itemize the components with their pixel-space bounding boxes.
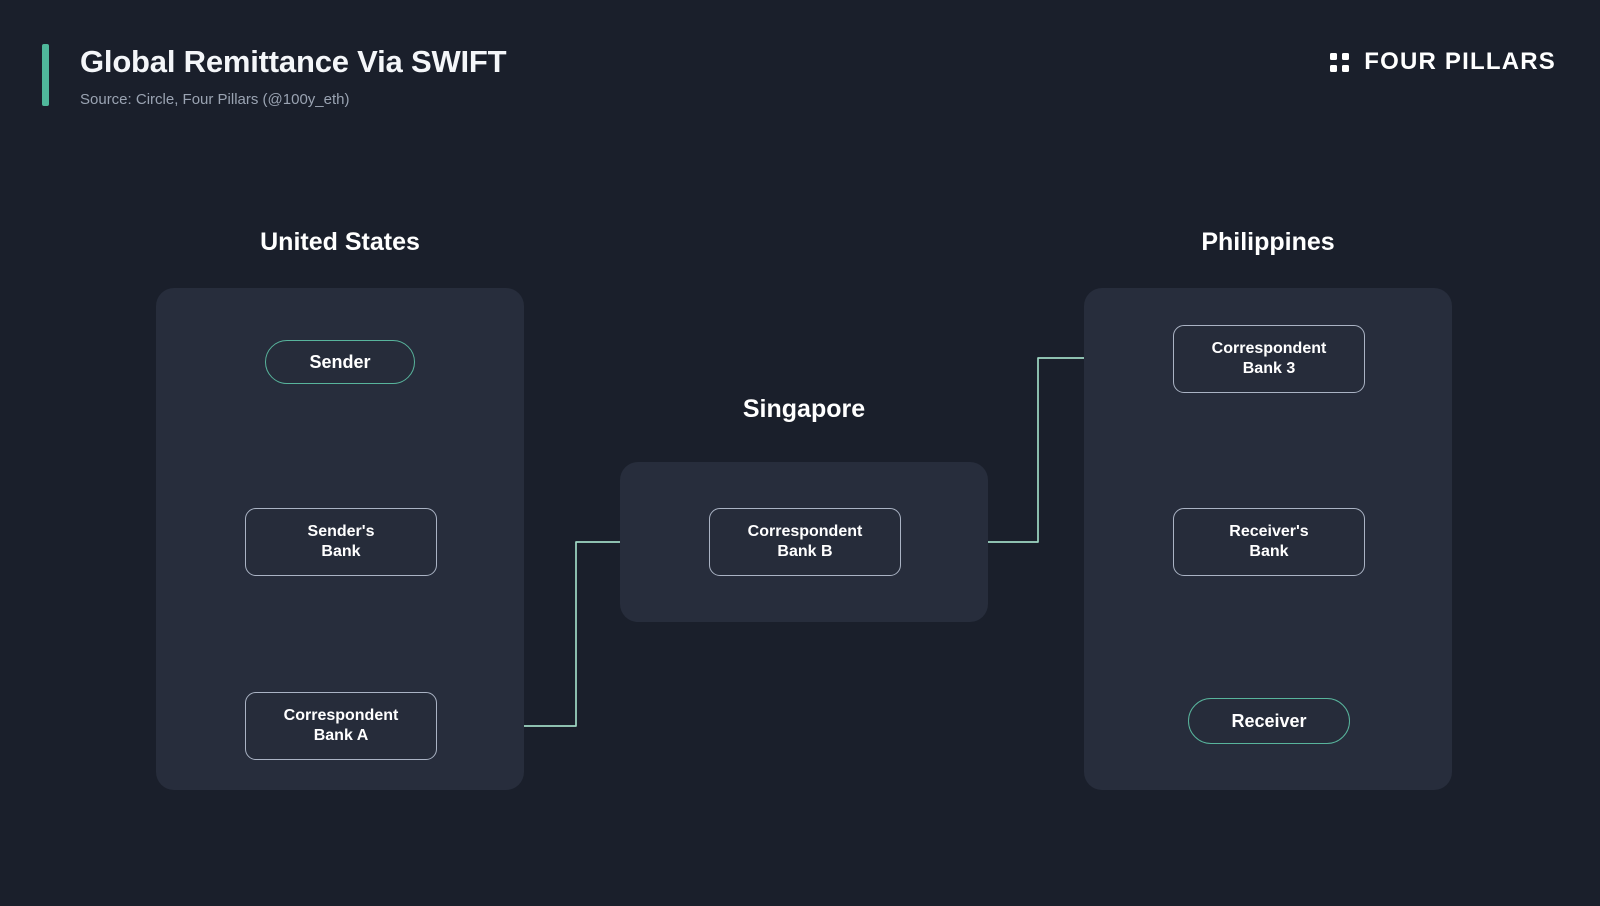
page-header: Global Remittance Via SWIFT Source: Circ…	[0, 0, 1600, 140]
node-sender[interactable]: Sender	[265, 340, 415, 384]
title-accent-bar	[42, 44, 49, 106]
brand-name: FOUR PILLARS	[1364, 48, 1556, 75]
brand-logo: FOUR PILLARS	[1330, 46, 1556, 78]
node-label: Receiver	[1231, 710, 1307, 731]
dot-icon	[1342, 52, 1350, 60]
page-title: Global Remittance Via SWIFT	[80, 44, 507, 79]
dot-icon	[1342, 64, 1350, 72]
country-label-sg: Singapore	[742, 395, 866, 423]
title-block: Global Remittance Via SWIFT Source: Circ…	[80, 42, 507, 112]
country-label-ph: Philippines	[1201, 228, 1335, 256]
country-label-us: United States	[260, 228, 420, 256]
page-source: Source: Circle, Four Pillars (@100y_eth)	[80, 91, 350, 108]
node-label: Sender	[309, 351, 371, 372]
dot-icon	[1330, 52, 1338, 60]
node-receiver[interactable]: Receiver	[1188, 698, 1350, 744]
dot-icon	[1330, 64, 1338, 72]
four-dots-icon	[1330, 52, 1350, 72]
